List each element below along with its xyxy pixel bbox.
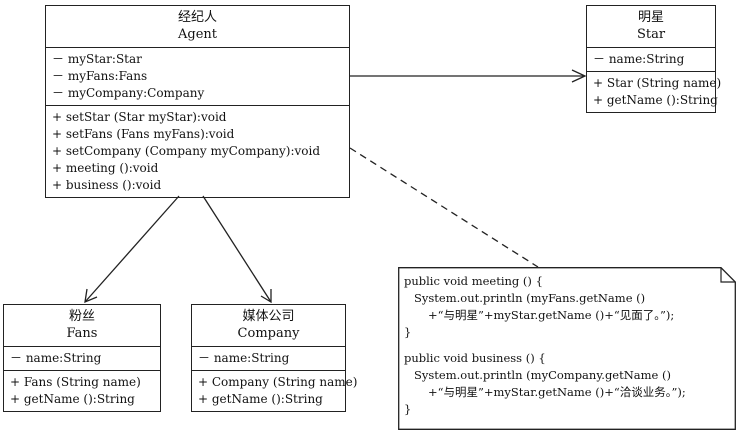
association-agent-company — [202, 195, 272, 304]
class-company-en-name: Company — [237, 326, 300, 341]
method: + business ():void — [52, 178, 162, 192]
association-agent-star — [350, 69, 587, 83]
class-company-methods: + Company (String name) + getName ():Str… — [192, 371, 358, 411]
class-fans-methods: + Fans (String name) + getName ():String — [4, 371, 160, 411]
attribute: － name:String — [198, 351, 290, 365]
class-agent-name: 经纪人 Agent — [46, 6, 349, 48]
method: + setStar (Star myStar):void — [52, 110, 227, 124]
note-line: public void meeting () { — [404, 274, 543, 288]
class-fans-cn-name: 粉丝 — [68, 309, 95, 324]
class-fans-en-name: Fans — [66, 326, 98, 341]
class-star-en-name: Star — [636, 27, 666, 42]
note-line: +“与明星”+myStar.getName ()+“洽谈业务。”); — [428, 385, 686, 399]
note-border — [398, 267, 736, 430]
class-fans-name: 粉丝 Fans — [4, 305, 160, 347]
code-note: public void meeting () { System.out.prin… — [398, 267, 736, 430]
class-star-cn-name: 明星 — [637, 10, 664, 25]
class-agent-en-name: Agent — [178, 27, 217, 42]
attribute: － myFans:Fans — [52, 69, 148, 83]
class-company-cn-name: 媒体公司 — [242, 309, 295, 324]
method: + setCompany (Company myCompany):void — [52, 144, 321, 158]
method: + Fans (String name) — [10, 375, 141, 389]
class-star-attributes: － name:String — [587, 48, 715, 72]
attribute: － myCompany:Company — [52, 86, 205, 100]
note-anchor — [349, 147, 539, 268]
class-company-attributes: － name:String — [192, 347, 345, 371]
class-star-name: 明星 Star — [587, 6, 715, 48]
class-star-methods: + Star (String name) + getName ():String — [587, 72, 722, 112]
class-star: 明星 Star － name:String + Star (String nam… — [586, 5, 722, 113]
class-agent-attributes: － myStar:Star － myFans:Fans － myCompany:… — [46, 48, 349, 106]
note-line: public void business () { — [404, 351, 546, 365]
method: + getName ():String — [198, 392, 323, 406]
note-line: +“与明星”+myStar.getName ()+“见面了。”); — [428, 308, 675, 322]
attribute: － name:String — [10, 351, 102, 365]
method: + getName ():String — [10, 392, 135, 406]
method: + Star (String name) — [593, 76, 722, 90]
attribute: － myStar:Star — [52, 52, 142, 66]
note-line: System.out.println (myFans.getName () — [414, 291, 646, 305]
class-agent-cn-name: 经纪人 — [177, 10, 217, 25]
note-line: } — [404, 325, 412, 339]
method: + meeting ():void — [52, 161, 159, 175]
method: + setFans (Fans myFans):void — [52, 127, 235, 141]
attribute: － name:String — [593, 52, 685, 66]
method: + getName ():String — [593, 93, 718, 107]
class-fans-attributes: － name:String — [4, 347, 160, 371]
class-agent-methods: + setStar (Star myStar):void + setFans (… — [46, 106, 349, 197]
class-agent: 经纪人 Agent － myStar:Star － myFans:Fans － … — [45, 5, 350, 198]
note-line: } — [404, 402, 412, 416]
note-line: System.out.println (myCompany.getName () — [414, 368, 671, 382]
association-agent-fans — [84, 195, 180, 304]
class-company-name: 媒体公司 Company — [192, 305, 345, 347]
method: + Company (String name) — [198, 375, 358, 389]
class-company: 媒体公司 Company － name:String + Company (St… — [191, 304, 358, 412]
class-fans: 粉丝 Fans － name:String + Fans (String nam… — [3, 304, 161, 412]
